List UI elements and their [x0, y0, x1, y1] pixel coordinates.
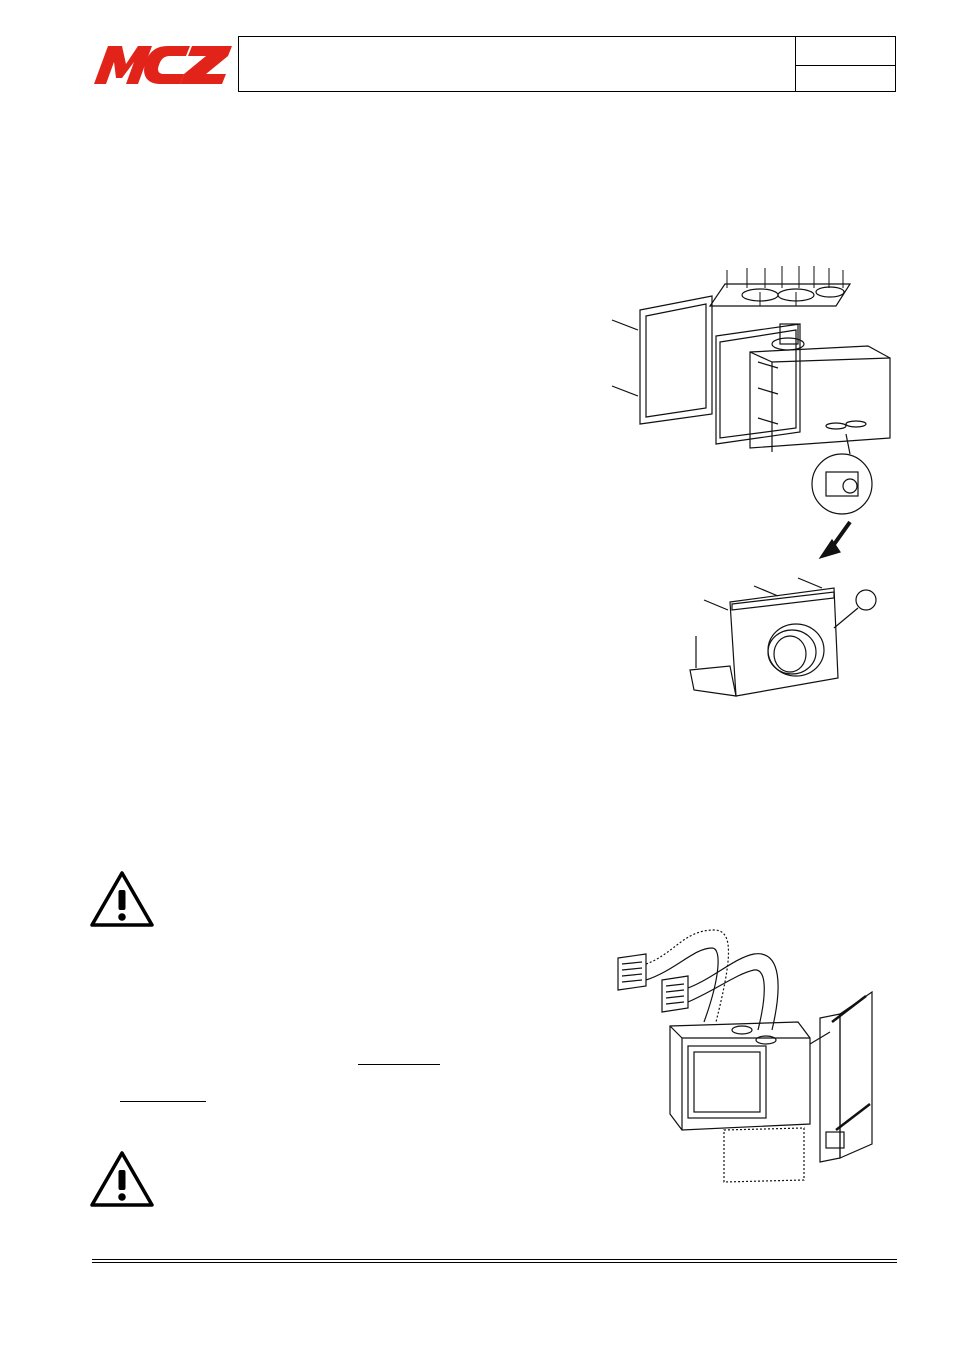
text-underline: [358, 1064, 440, 1065]
exploded-assembly-diagram: [600, 262, 900, 522]
text-underline: [120, 1101, 206, 1102]
warning-triangle-icon: [90, 1150, 154, 1208]
mcz-logo: [92, 44, 234, 86]
warning-triangle-icon: [90, 870, 154, 928]
ducted-fireplace-installation: [604, 918, 896, 1188]
header-box: [238, 36, 896, 92]
header-divider: [795, 65, 896, 66]
footer-rule: [92, 1262, 897, 1263]
callout-circle: [855, 589, 877, 611]
footer-rule: [92, 1259, 897, 1260]
header-divider: [795, 36, 796, 92]
duct-connection-plate: [670, 520, 890, 705]
